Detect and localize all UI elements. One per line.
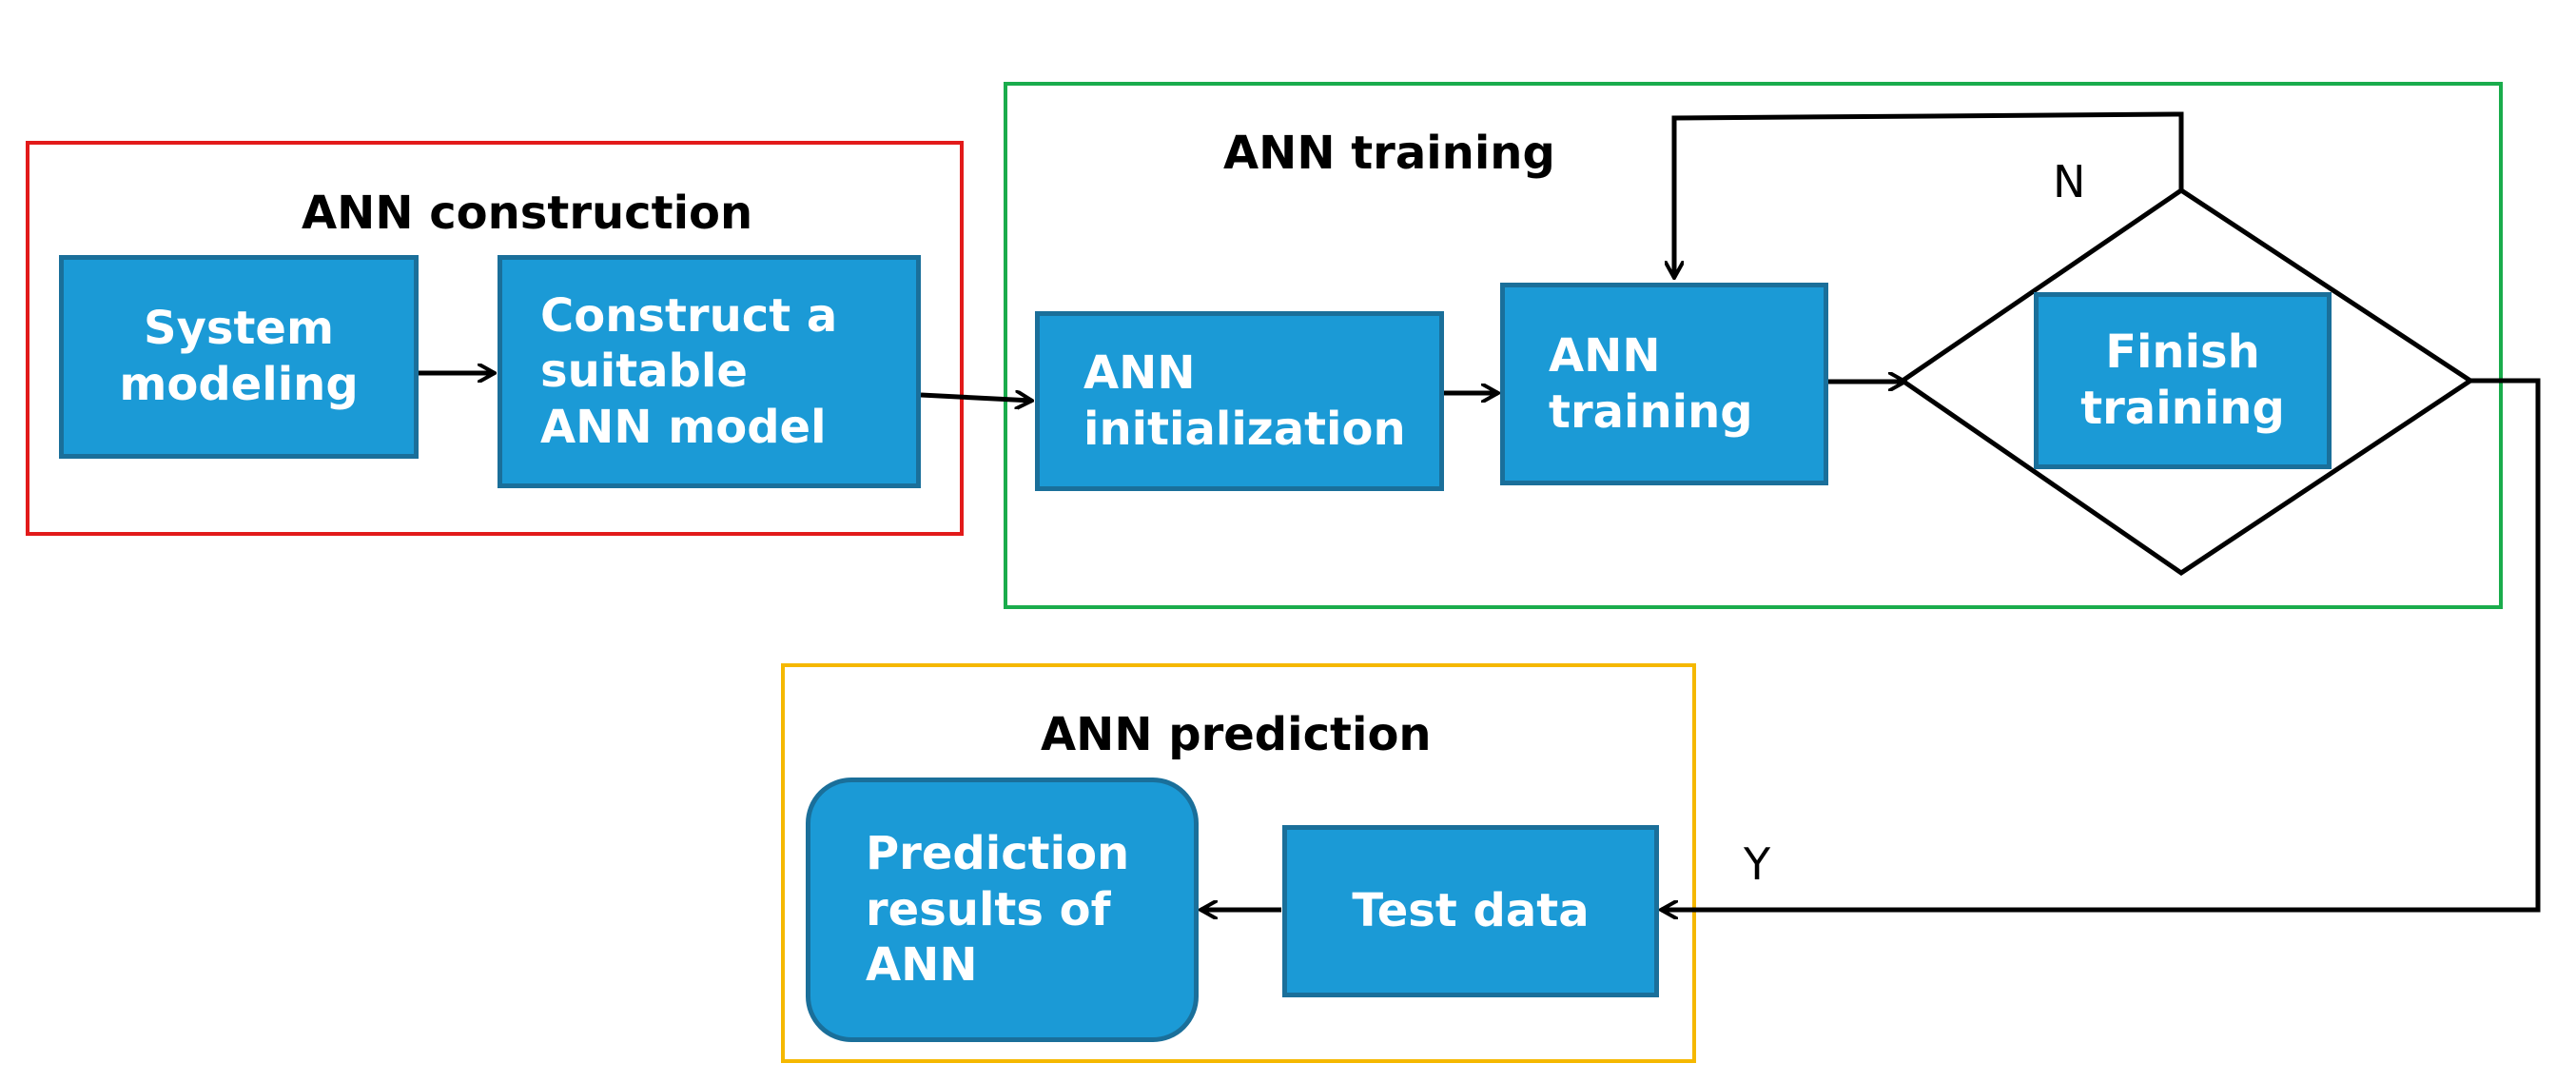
construct-model-line-3: ANN model: [540, 400, 827, 454]
test-data-line-1: Test data: [1352, 884, 1590, 938]
ann-training-group: [1004, 82, 2503, 609]
system-modeling-line-2: modeling: [119, 358, 359, 411]
ann-training-title: ANN training: [1223, 127, 1555, 180]
construct-model-box: Construct a suitable ANN model: [498, 255, 921, 488]
system-modeling-box: System modeling: [59, 255, 419, 459]
ann-training-box: ANN training: [1500, 283, 1828, 485]
ann-prediction-title: ANN prediction: [1041, 708, 1432, 761]
arrow-construct-to-init: [920, 395, 1032, 401]
prediction-results-line-2: results of: [866, 882, 1111, 936]
decision-yes-label: Y: [1744, 838, 1771, 890]
finish-training-line-1: Finish: [2105, 325, 2260, 380]
ann-construction-title: ANN construction: [302, 187, 753, 240]
ann-initialization-box: ANN initialization: [1035, 311, 1444, 491]
ann-prediction-group: [781, 663, 1696, 1063]
construct-model-line-2: suitable: [540, 345, 748, 399]
system-modeling-line-1: System: [144, 302, 334, 356]
decision-diamond: [1898, 187, 2475, 577]
ann-initialization-line-2: initialization: [1083, 402, 1406, 456]
ann-initialization-line-1: ANN: [1083, 345, 1196, 400]
prediction-results-box: Prediction results of ANN: [806, 778, 1199, 1042]
ann-training-line-2: training: [1549, 384, 1753, 439]
prediction-results-line-1: Prediction: [866, 827, 1130, 881]
test-data-box: Test data: [1282, 825, 1659, 997]
prediction-results-line-3: ANN: [866, 938, 978, 993]
arrow-no-loop: [1674, 111, 2184, 278]
ann-construction-group: [26, 141, 964, 536]
decision-no-label: N: [2053, 156, 2086, 207]
construct-model-line-1: Construct a: [540, 288, 838, 343]
ann-training-line-1: ANN: [1549, 328, 1661, 383]
arrow-yes-path: [1661, 378, 2541, 910]
finish-training-box: Finish training: [2034, 292, 2332, 469]
finish-training-line-2: training: [2080, 382, 2285, 435]
